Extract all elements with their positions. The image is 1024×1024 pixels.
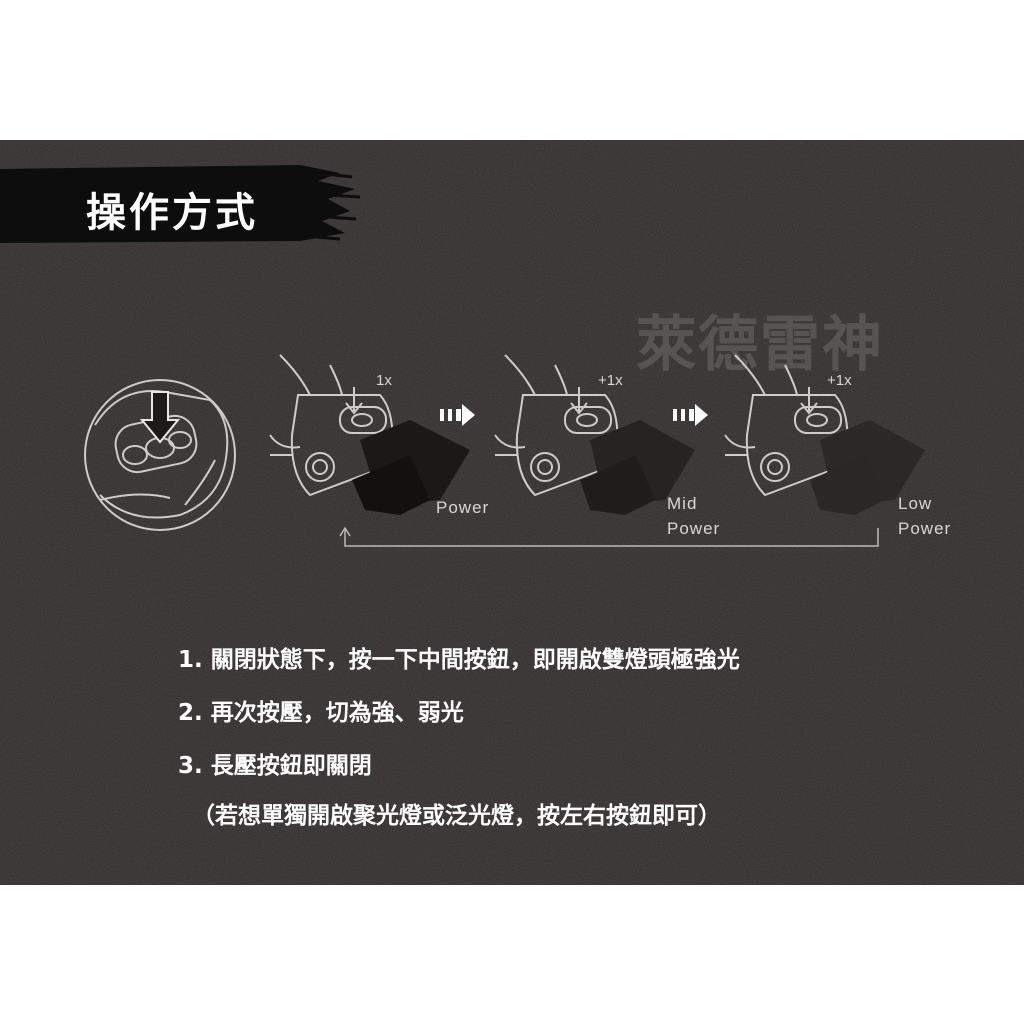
headlamp-icon	[724, 354, 849, 497]
button-closeup-icon	[84, 379, 236, 531]
press-count-1: 1x	[376, 372, 392, 389]
mode-label-3-line2: Power	[898, 519, 952, 538]
instruction-note: （若想單獨開啟聚光燈或泛光燈，按左右按鈕即可）	[192, 803, 721, 829]
page-title: 操作方式	[86, 190, 258, 236]
instruction-line-1: 1. 關閉狀態下，按一下中間按鈕，即開啟雙燈頭極強光	[178, 647, 740, 673]
mode-label-2-line1: Mid	[667, 494, 698, 513]
press-count-2: +1x	[598, 372, 623, 389]
press-arrow-icon	[139, 391, 181, 444]
mode-label-3-line1: Low	[898, 494, 933, 513]
arrow-right-icon	[673, 404, 708, 426]
press-count-3: +1x	[827, 372, 852, 389]
arrow-right-icon	[440, 404, 475, 426]
operation-diagram	[84, 354, 925, 547]
cycle-return-arrow-icon	[344, 528, 879, 547]
mode-label-2-line2: Power	[667, 519, 721, 538]
instruction-line-3: 3. 長壓按鈕即關閉	[178, 753, 372, 779]
mode-label-1: Power	[436, 498, 490, 517]
instruction-line-2: 2. 再次按壓，切為強、弱光	[178, 700, 464, 726]
brand-watermark: 萊德雷神	[636, 310, 884, 380]
headlamp-icon	[269, 354, 394, 497]
title-brush-stroke	[0, 165, 360, 243]
headlamp-icon	[494, 354, 619, 497]
